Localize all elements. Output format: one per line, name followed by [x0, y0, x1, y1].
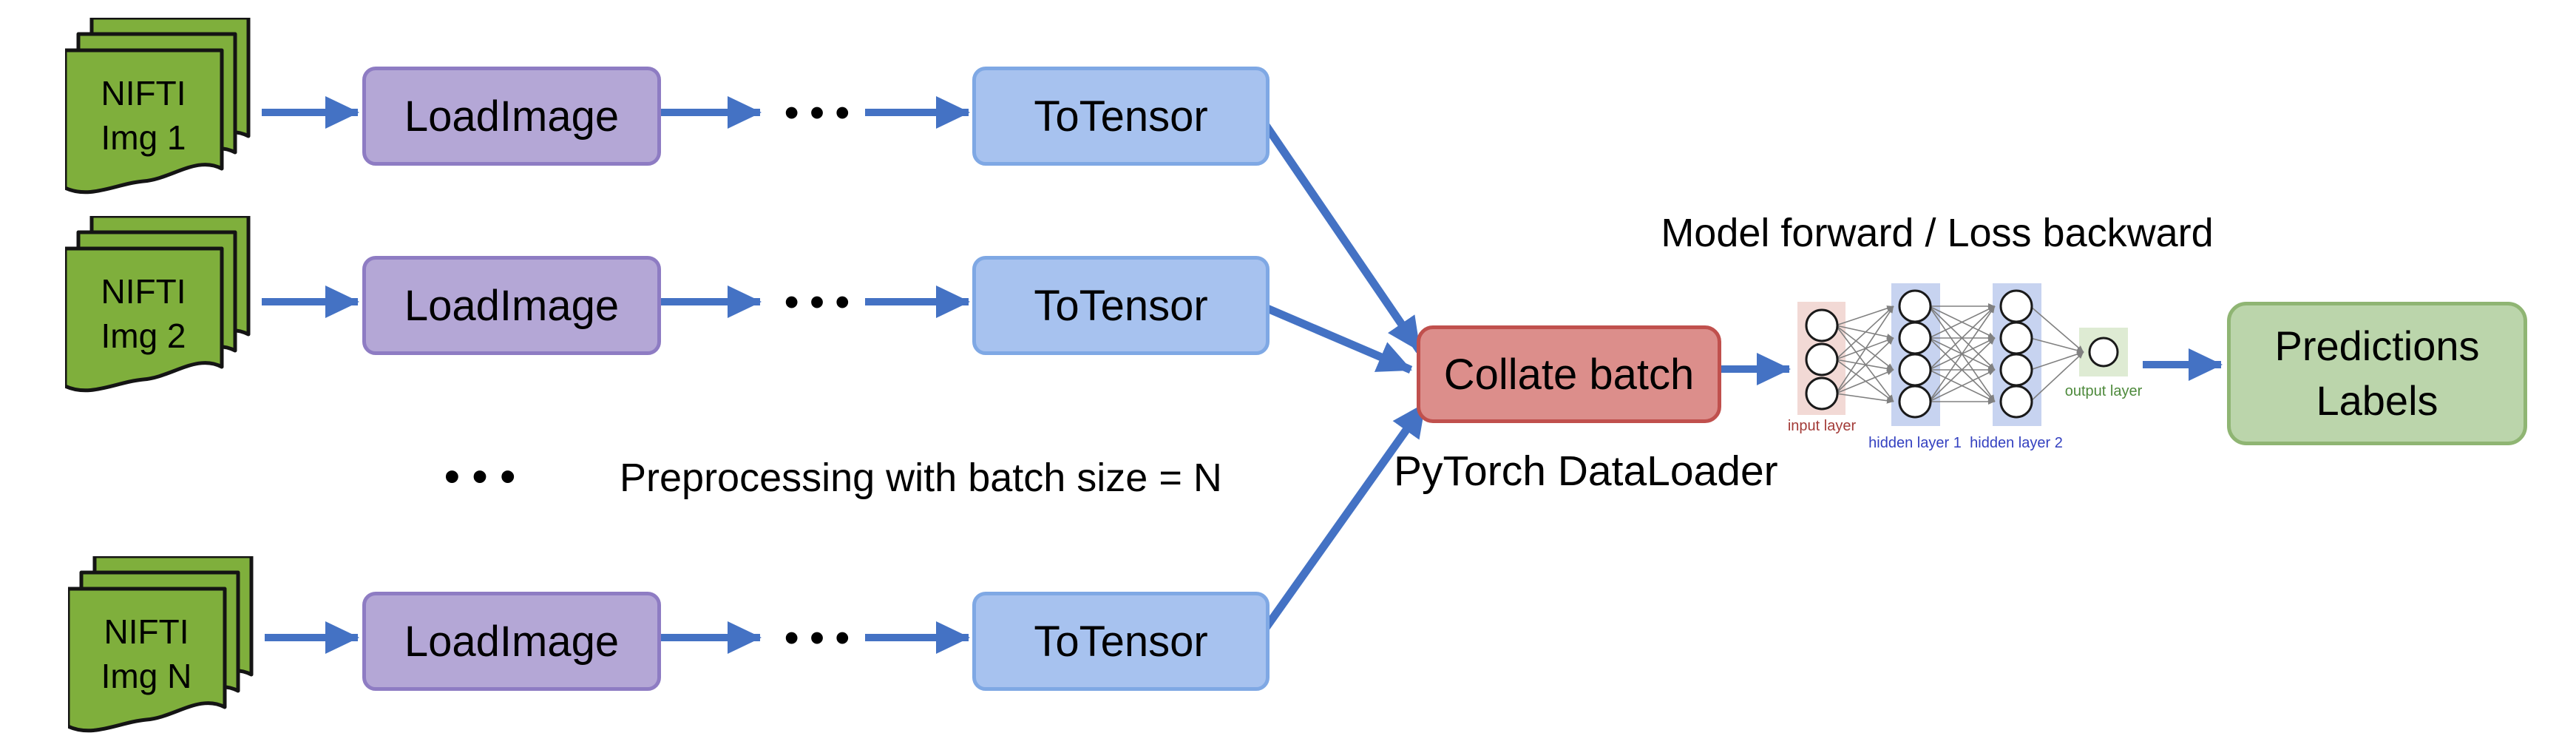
nn-neuron	[1999, 321, 2033, 355]
nn-edge	[1835, 337, 1894, 394]
predictions-label-line1: Predictions	[2274, 322, 2480, 369]
loadimage-label-1: LoadImage	[404, 92, 620, 141]
totensor-box-n: ToTensor	[972, 592, 1270, 691]
transform-dots-2: •••	[784, 277, 861, 326]
nn-layer-label: output layer	[2065, 383, 2143, 399]
nn-edge	[1835, 325, 1894, 371]
arrow-tensor1-to-collate	[1258, 117, 1423, 354]
nn-edge	[1835, 359, 1894, 372]
nifti-label-2-line1: NIFTI	[101, 272, 186, 311]
nifti-stack-2	[65, 216, 251, 393]
nn-neuron	[1805, 376, 1839, 411]
nn-edge	[1928, 305, 1996, 402]
arrow-tensorN-to-collate	[1258, 401, 1428, 636]
nn-edge	[1835, 369, 1894, 394]
nn-neuron	[1999, 353, 2033, 387]
loadimage-label-n: LoadImage	[404, 617, 620, 666]
nn-neuron	[1999, 385, 2033, 419]
transform-dots-n: •••	[784, 613, 861, 662]
document-shape	[65, 246, 224, 393]
batch-ellipsis-dots: •••	[444, 450, 528, 502]
totensor-box-2: ToTensor	[972, 256, 1270, 355]
nifti-label-1: NIFTI Img 1	[66, 71, 221, 160]
nifti-label-1-line1: NIFTI	[101, 74, 186, 112]
nn-edge	[1928, 305, 1996, 339]
nn-neuron	[1805, 308, 1839, 342]
nn-edge	[2030, 337, 2084, 354]
nifti-label-n-line1: NIFTI	[104, 612, 189, 651]
nn-neuron	[2088, 337, 2119, 368]
totensor-label-n: ToTensor	[1034, 617, 1208, 666]
nn-neuron	[1999, 289, 2033, 323]
loadimage-box-n: LoadImage	[362, 592, 661, 691]
transform-dots-1: •••	[784, 88, 861, 137]
nn-edge	[1835, 305, 1894, 394]
nn-edge	[1928, 305, 1996, 371]
nifti-stack-1	[65, 18, 251, 195]
collate-batch-box: Collate batch	[1417, 325, 1721, 423]
nifti-label-n-line2: Img N	[101, 657, 192, 695]
nifti-label-1-line2: Img 1	[101, 118, 186, 157]
nn-neuron	[1805, 342, 1839, 376]
nn-edge	[1835, 305, 1894, 360]
document-shape	[65, 48, 224, 195]
loadimage-label-2: LoadImage	[404, 281, 620, 330]
nn-layer-label: hidden layer 1	[1868, 435, 1962, 451]
nifti-stack-n	[68, 556, 254, 733]
loadimage-box-1: LoadImage	[362, 67, 661, 166]
nn-edge	[1835, 325, 1894, 339]
nn-edge	[1835, 359, 1894, 402]
nn-layer-label: hidden layer 2	[1970, 435, 2063, 451]
document-shape	[68, 587, 227, 733]
nn-edge	[1835, 325, 1894, 402]
nn-edge	[1835, 393, 1894, 404]
collate-batch-label: Collate batch	[1443, 350, 1695, 399]
nn-edge	[1928, 369, 1996, 402]
nifti-label-2: NIFTI Img 2	[66, 269, 221, 358]
nn-edge	[2030, 351, 2084, 402]
nn-edge	[1835, 305, 1894, 326]
nn-edge	[1835, 337, 1894, 360]
nn-edge	[2030, 351, 2084, 371]
totensor-label-1: ToTensor	[1034, 92, 1208, 141]
model-forward-title: Model forward / Loss backward	[1661, 211, 2214, 255]
totensor-label-2: ToTensor	[1034, 281, 1208, 330]
nn-neuron	[1898, 385, 1932, 419]
arrow-tensor2-to-collate	[1260, 302, 1413, 374]
pytorch-dataloader-caption: PyTorch DataLoader	[1394, 447, 1778, 495]
nifti-label-n: NIFTI Img N	[69, 609, 224, 698]
neural-network-figure: input layer hidden layer 1 hidden layer 2 o…	[1788, 283, 2143, 451]
totensor-box-1: ToTensor	[972, 67, 1270, 166]
nifti-label-2-line2: Img 2	[101, 317, 186, 355]
nn-edge	[1928, 337, 1996, 402]
nn-edge	[2030, 305, 2084, 353]
nn-layer-label: input layer	[1788, 418, 1857, 434]
preprocessing-note: Preprocessing with batch size = N	[620, 456, 1222, 500]
nn-neuron	[1898, 321, 1932, 355]
nn-neuron	[1898, 289, 1932, 323]
nn-neuron	[1898, 353, 1932, 387]
predictions-label-line2: Labels	[2316, 377, 2438, 424]
loadimage-box-2: LoadImage	[362, 256, 661, 355]
predictions-box: Predictions Labels	[2227, 302, 2527, 445]
